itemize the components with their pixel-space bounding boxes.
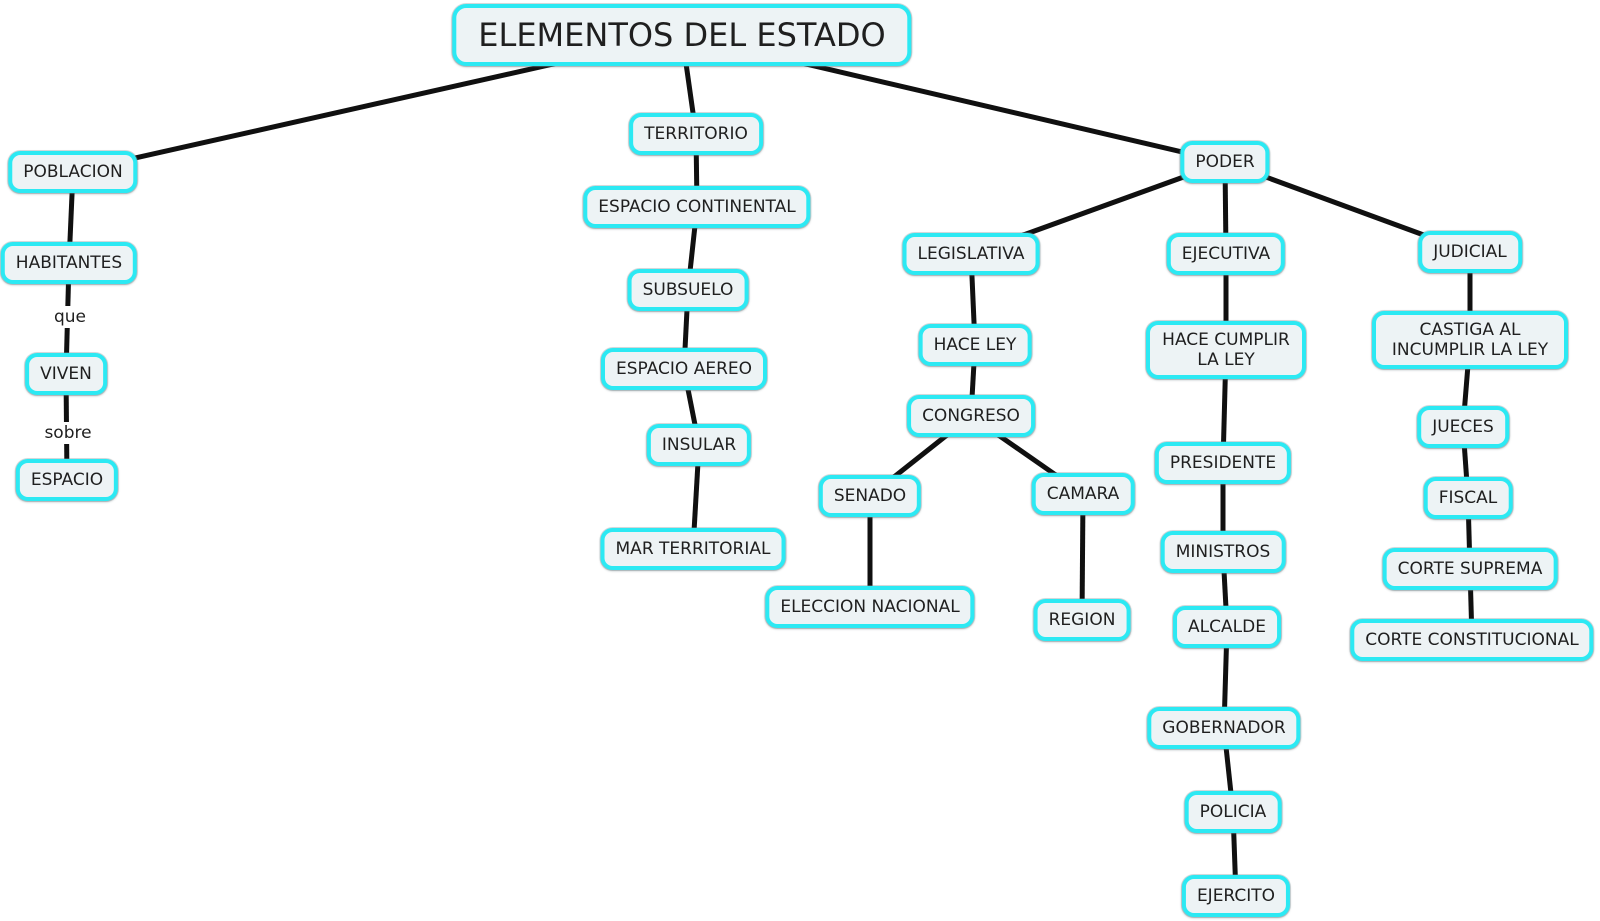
node-legislativa[interactable]: LEGISLATIVA <box>902 233 1040 275</box>
node-jueces[interactable]: JUECES <box>1417 406 1509 448</box>
node-viven[interactable]: VIVEN <box>25 353 107 395</box>
node-espacio-aereo[interactable]: ESPACIO AEREO <box>601 348 767 390</box>
node-senado[interactable]: SENADO <box>818 475 922 517</box>
node-region[interactable]: REGION <box>1033 599 1131 641</box>
node-ministros[interactable]: MINISTROS <box>1160 531 1286 573</box>
node-insular[interactable]: INSULAR <box>646 424 752 466</box>
node-congreso[interactable]: CONGRESO <box>907 395 1035 437</box>
node-subsuelo[interactable]: SUBSUELO <box>627 269 749 311</box>
node-hace-cumplir-la-ley[interactable]: HACE CUMPLIR LA LEY <box>1146 320 1306 380</box>
node-title[interactable]: ELEMENTOS DEL ESTADO <box>452 4 912 66</box>
node-eleccion-nacional[interactable]: ELECCION NACIONAL <box>765 586 975 628</box>
node-habitantes[interactable]: HABITANTES <box>0 242 138 284</box>
node-espacio-continental[interactable]: ESPACIO CONTINENTAL <box>583 186 811 228</box>
node-poder[interactable]: PODER <box>1180 141 1270 183</box>
node-territorio[interactable]: TERRITORIO <box>629 113 763 155</box>
node-gobernador[interactable]: GOBERNADOR <box>1147 707 1301 749</box>
node-judicial[interactable]: JUDICIAL <box>1418 231 1522 273</box>
node-corte-suprema[interactable]: CORTE SUPREMA <box>1382 548 1558 590</box>
node-ejecutiva[interactable]: EJECUTIVA <box>1166 233 1286 275</box>
node-mar-territorial[interactable]: MAR TERRITORIAL <box>600 528 786 570</box>
node-espacio[interactable]: ESPACIO <box>15 459 119 501</box>
node-sobre: sobre <box>38 422 98 444</box>
node-fiscal[interactable]: FISCAL <box>1423 477 1513 519</box>
node-hace-ley[interactable]: HACE LEY <box>918 324 1032 366</box>
node-presidente[interactable]: PRESIDENTE <box>1154 442 1292 484</box>
node-policia[interactable]: POLICIA <box>1184 791 1282 833</box>
node-que: que <box>47 306 93 328</box>
node-camara[interactable]: CAMARA <box>1031 473 1135 515</box>
node-corte-constitucional[interactable]: CORTE CONSTITUCIONAL <box>1350 619 1594 661</box>
node-castiga-al-incumplir-la-ley[interactable]: CASTIGA AL INCUMPLIR LA LEY <box>1372 310 1568 370</box>
node-alcalde[interactable]: ALCALDE <box>1173 606 1281 648</box>
node-ejercito[interactable]: EJERCITO <box>1181 875 1291 917</box>
node-poblacion[interactable]: POBLACION <box>8 151 138 193</box>
